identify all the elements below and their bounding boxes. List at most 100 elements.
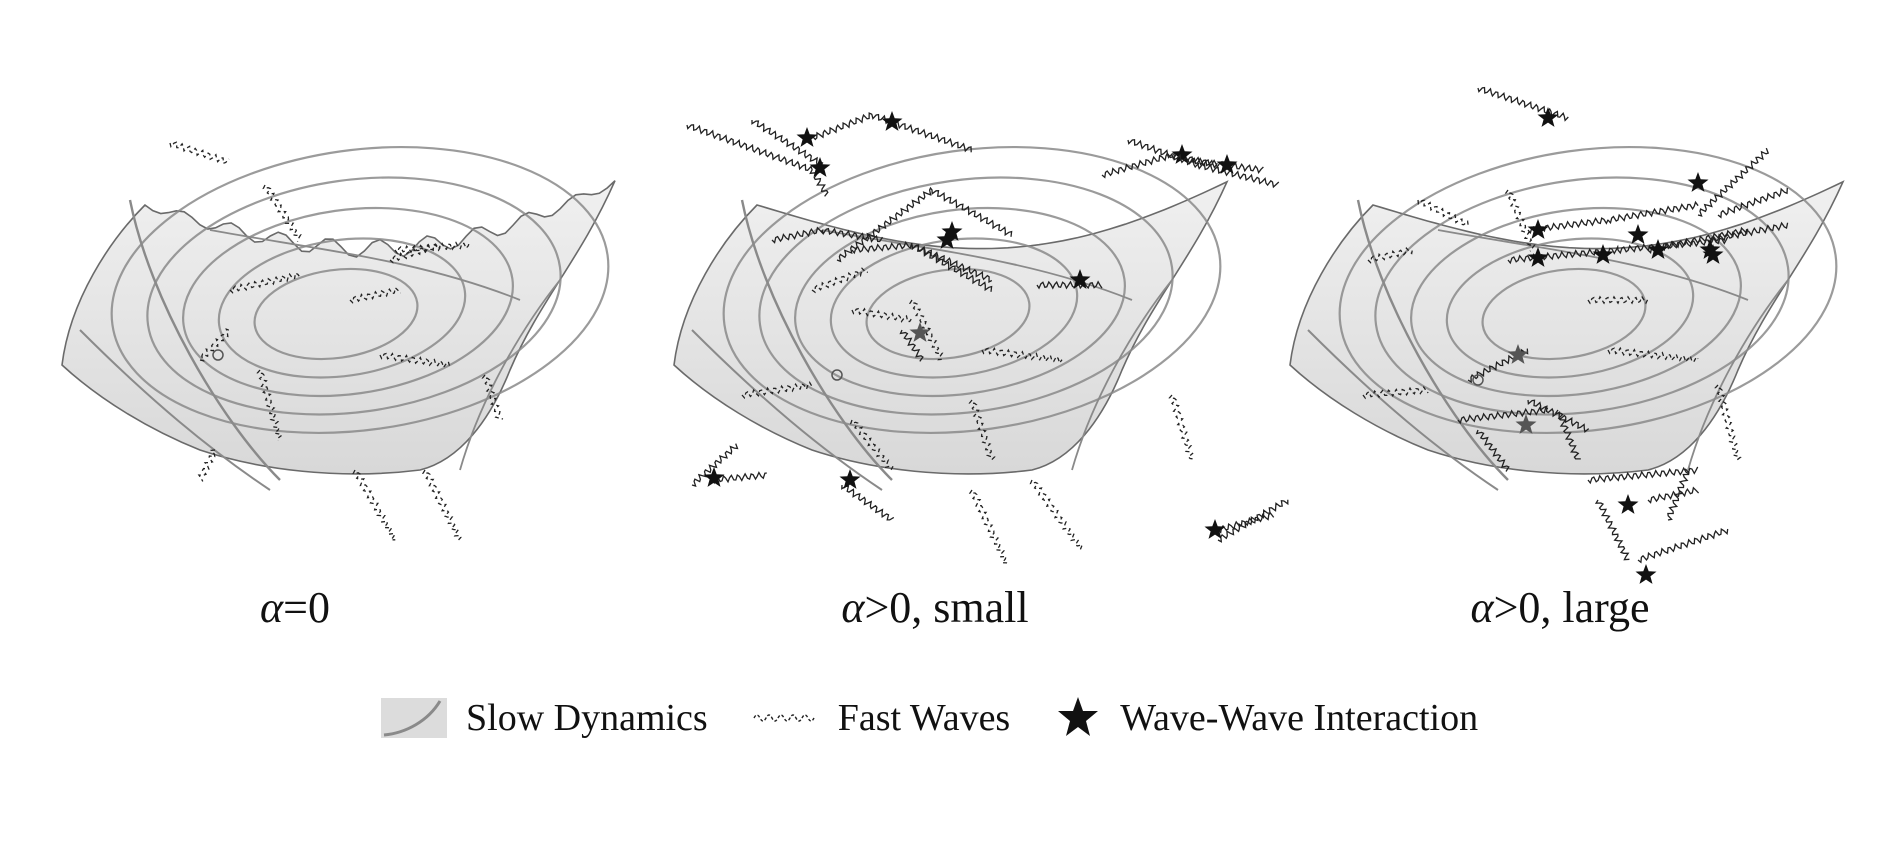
fast-wave [851,307,914,323]
slow-dynamics-trajectory [459,279,561,471]
fast-wave [741,381,813,400]
slow-dynamics-trajectory [1307,329,1499,491]
fast-wave [1217,499,1289,543]
caption-condition: =0 [283,583,330,632]
fast-wave [1527,399,1590,434]
fast-wave [1457,406,1549,425]
wave-interaction-star-icon [1069,269,1091,289]
fast-wave [911,244,993,283]
fast-wave [256,369,283,441]
fast-wave [1607,346,1699,364]
wave-interaction-star-icon [1687,172,1709,192]
wave-interaction-star-icon [1171,144,1193,164]
wave-interaction-star-icon [1515,414,1537,434]
fast-wave [1587,295,1649,305]
fast-wave [1554,409,1581,460]
fast-wave [1637,527,1729,564]
wave-interaction-star-icon [1627,224,1649,244]
fast-wave [481,374,504,420]
fast-wave [349,286,402,304]
slow-dynamics-contour [1445,237,1695,379]
fast-wave [352,469,396,541]
panel-caption-alpha-large: α>0, large [1350,582,1770,633]
fast-wave [771,226,884,244]
fast-wave [1707,221,1789,245]
panel-alpha-large [1127,86,1845,584]
panel-caption-alpha-zero: α=0 [85,582,505,633]
legend: Slow Dynamics Fast Waves Wave-Wave Inter… [380,690,1522,746]
legend-item-wave-interaction: Wave-Wave Interaction [1054,694,1478,742]
slow-dynamics-contour [1338,145,1838,435]
fast-wave [1036,280,1103,290]
wave-interaction-star-icon [941,221,963,241]
fast-wave [1029,479,1084,553]
fast-wave [1717,187,1788,219]
alpha-symbol: α [260,583,284,632]
panel-alpha-zero [61,141,616,542]
slow-dynamics-contour [1410,206,1742,398]
wave-interaction-star-icon [703,467,725,487]
fast-wave [1362,385,1429,400]
legend-item-slow-dynamics: Slow Dynamics [380,696,708,740]
slow-dynamics-contour [1374,176,1790,416]
wave-interaction-star-icon [1702,244,1724,264]
fast-wave [421,469,462,542]
star-icon [1058,697,1099,736]
wave-interaction-star-icon [936,229,958,249]
wave-interaction-star-icon [839,469,861,489]
fast-wave [751,120,824,167]
slow-dynamics-contour [146,176,562,416]
wave-interaction-star-icon [881,111,903,131]
alpha-symbol: α [1470,583,1494,632]
fast-wave [1527,200,1699,235]
fast-wave [1168,394,1196,460]
slow-dynamics-contour [1481,267,1647,361]
slow-dynamics-trajectory [128,199,281,481]
fast-wave [849,419,894,472]
wave-interaction-star-icon [809,157,831,177]
wave-interaction-star-icon [1592,244,1614,264]
slow-dynamics-trajectory [79,329,271,491]
wave-interaction-star-icon [1647,239,1669,259]
fast-wave [1594,499,1630,561]
wave-knot [212,349,224,361]
panel-alpha-small [673,111,1229,565]
wave-knot [831,369,843,381]
fast-wave [1504,189,1536,252]
fast-wave [811,267,868,294]
fast-wave [1417,199,1469,226]
fast-wave [379,352,451,369]
slow-dynamics-contour [865,267,1031,361]
fast-wave [968,489,1010,565]
fast-wave [1587,466,1699,485]
fast-wave [1217,512,1275,534]
fast-wave [197,449,216,482]
slow-dynamics-trajectory [1356,199,1509,481]
fast-wave [229,272,302,294]
fast-wave [1714,384,1742,461]
wave-interaction-star-icon [1507,344,1529,364]
slow-dynamics-trajectory [740,199,893,481]
slow-dynamics-contour [722,145,1222,435]
fast-wave [908,299,944,361]
slow-dynamics-contour [794,206,1126,398]
slow-dynamics-trajectory [209,229,521,301]
wave-interaction-star-icon [1699,239,1721,259]
wave-interaction-star-icon [1617,494,1639,514]
fast-wave [711,471,767,485]
fast-wave [899,329,924,362]
alpha-symbol: α [841,583,865,632]
legend-item-fast-waves: Fast Waves [752,696,1011,740]
slow-dynamics-trajectory [691,329,883,491]
slow-dynamics-trajectory [1687,279,1789,471]
slow-dynamics-contour [758,176,1174,416]
fast-wave [1475,429,1510,472]
fast-wave [1367,246,1414,264]
slow-dynamics-swatch-icon [381,698,447,738]
wave-interaction-star-icon [796,127,818,147]
slow-dynamics-contour [110,145,610,435]
wave-interaction-star-icon [1537,107,1559,127]
legend-label-fast: Fast Waves [837,697,1011,739]
slow-dynamics-surface [673,180,1229,475]
